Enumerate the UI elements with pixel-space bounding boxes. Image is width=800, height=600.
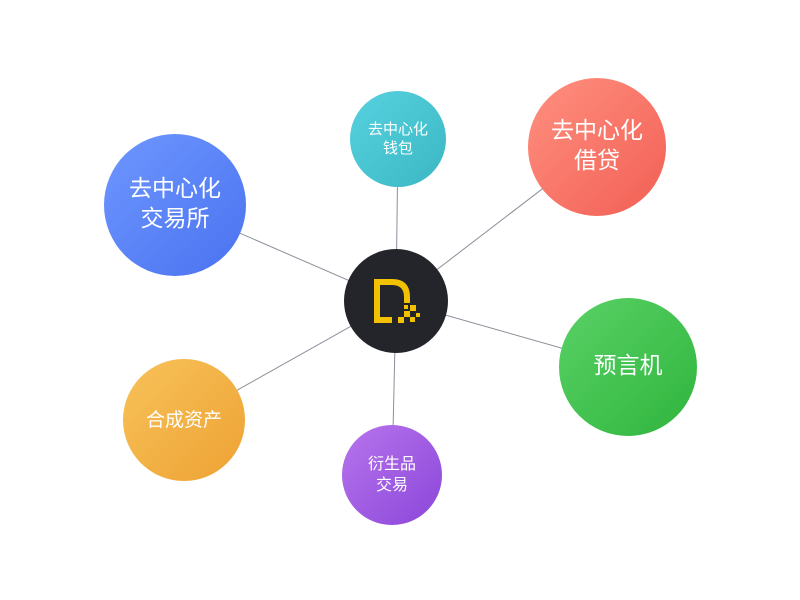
node-decentralized-lending: 去中心化 借贷 [528,78,666,216]
node-decentralized-exchange: 去中心化 交易所 [104,134,246,276]
node-synthetic-assets: 合成资产 [123,359,245,481]
node-derivatives-trading: 衍生品 交易 [342,425,442,525]
node-decentralized-wallet: 去中心化 钱包 [350,91,446,187]
node-center-hub [344,249,448,353]
node-label: 去中心化 借贷 [551,118,643,174]
node-oracle: 预言机 [559,298,697,436]
node-label: 去中心化 交易所 [129,176,221,232]
node-label: 预言机 [593,353,663,380]
node-label: 衍生品 交易 [367,454,416,494]
node-label: 去中心化 钱包 [367,119,428,158]
pixel-d-logo-icon [374,279,420,323]
node-label: 合成资产 [145,408,222,431]
